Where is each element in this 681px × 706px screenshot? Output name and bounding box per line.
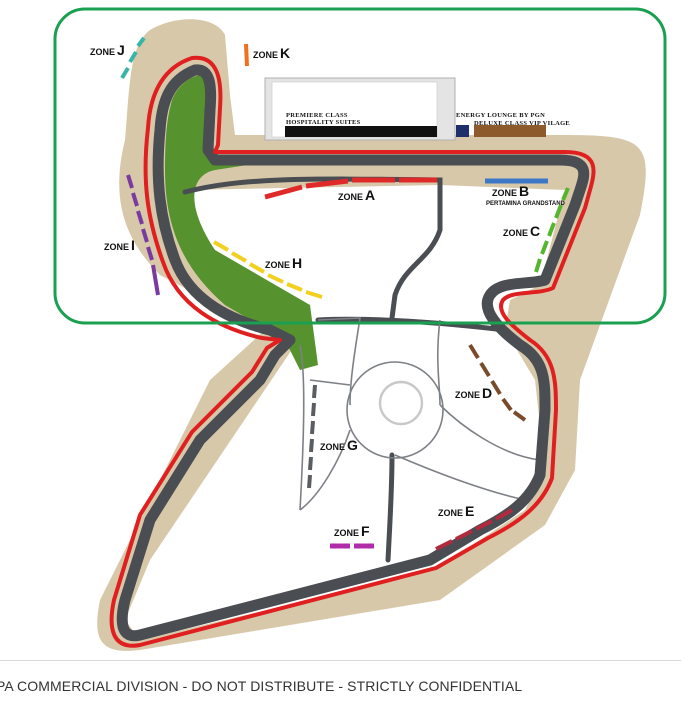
- circuit-map: Premiere Class Hospitality Suites Energy…: [53, 7, 667, 651]
- confidentiality-notice: PA COMMERCIAL DIVISION - DO NOT DISTRIBU…: [0, 678, 523, 694]
- zone-h-stand[interactable]: [213, 240, 323, 299]
- zone-d-stand[interactable]: [468, 343, 527, 422]
- zone-a-stand[interactable]: [264, 177, 437, 200]
- pertamina-grandstand-label: PERTAMINA GRANDSTAND: [486, 201, 566, 207]
- deluxe-vip-marker: [474, 125, 546, 137]
- footer: PA COMMERCIAL DIVISION - DO NOT DISTRIBU…: [0, 660, 681, 706]
- infield: [125, 185, 565, 640]
- infield-paths: [299, 317, 541, 511]
- energy-lounge-label: Energy Lounge by PGN: [456, 112, 545, 119]
- zone-g-stand[interactable]: [307, 384, 317, 489]
- zone-e-stand[interactable]: [435, 508, 513, 551]
- roundabout: [346, 361, 444, 459]
- zone-i-stand[interactable]: [126, 174, 160, 296]
- zone-k-stand[interactable]: [244, 43, 249, 67]
- race-circuit-asphalt: [116, 64, 590, 642]
- hospitality-suites-label: Hospitality Suites: [286, 119, 361, 126]
- energy-lounge-marker: [456, 125, 469, 137]
- premiere-class-label: Premiere Class: [286, 112, 348, 119]
- pit-building: [264, 77, 456, 141]
- deluxe-vip-label: Deluxe Class VIP Vilage: [474, 120, 570, 127]
- highlight-area-frame: [53, 7, 667, 325]
- zone-c-stand[interactable]: [534, 187, 570, 273]
- race-circuit-kerb: [109, 55, 596, 648]
- zone-j-stand[interactable]: [120, 36, 146, 80]
- circuit-map-svg: Premiere Class Hospitality Suites Energy…: [53, 7, 667, 651]
